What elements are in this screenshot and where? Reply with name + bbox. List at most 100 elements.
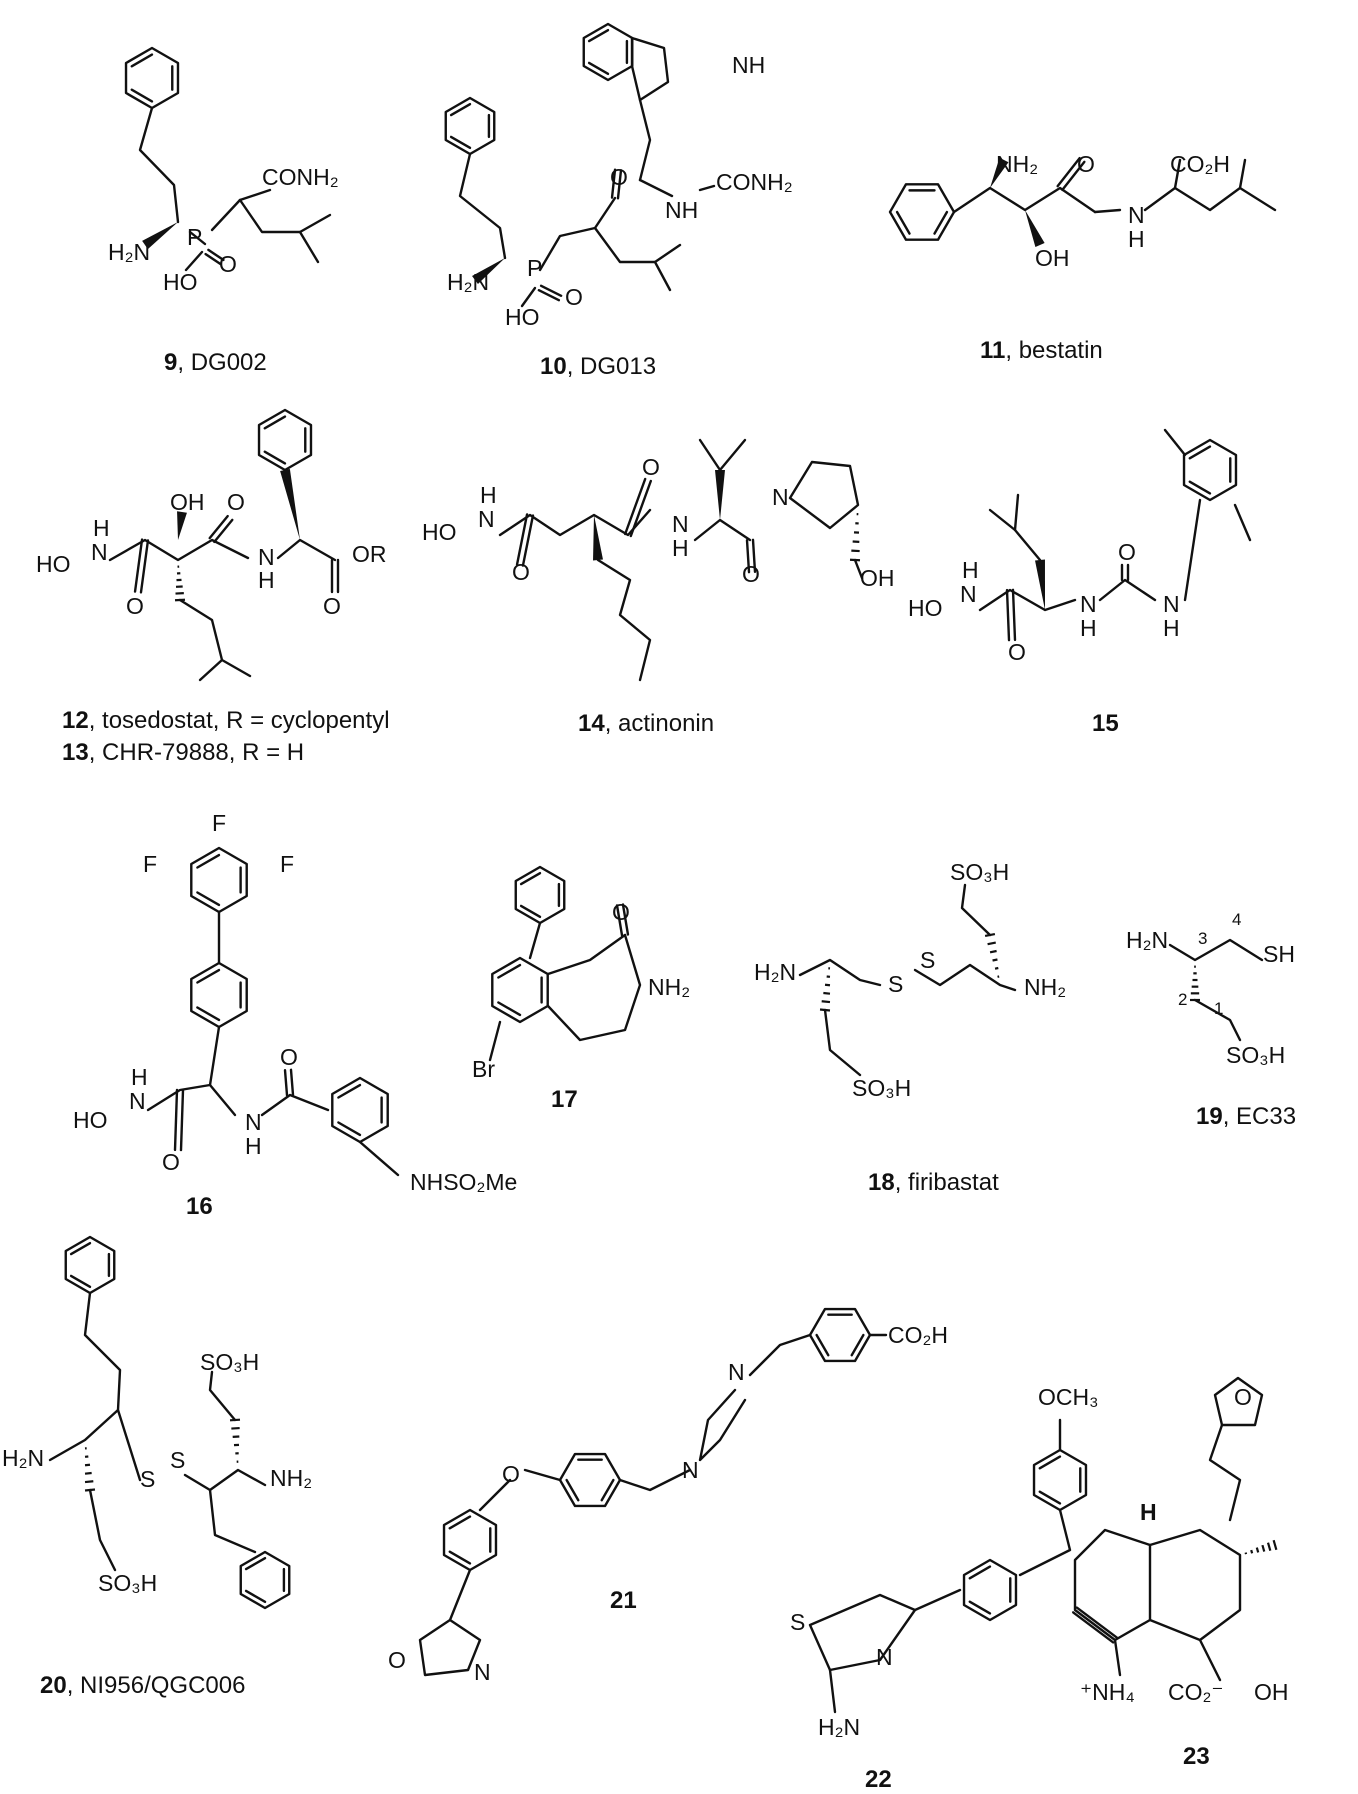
compound-10-number: 10 — [540, 353, 567, 380]
c14-oh: OH — [860, 565, 895, 591]
c22-nh2 — [828, 1668, 837, 1714]
c10-me — [653, 243, 682, 264]
c17-br: Br — [472, 1056, 495, 1082]
c9-p: P — [187, 224, 202, 250]
c17-c7 — [546, 933, 627, 976]
c9-h2n: H₂N — [108, 239, 150, 265]
c16-f-right: F — [280, 851, 294, 877]
c18-s1: S — [888, 971, 903, 997]
c14-co1 — [515, 513, 529, 566]
c15-co1 — [1011, 588, 1017, 642]
c15-backbone — [978, 588, 1077, 612]
compound-11-structure: NH₂ O CO₂H N H OH — [996, 151, 1230, 271]
c14-ipr-a — [698, 438, 722, 472]
c11-leu — [1143, 186, 1277, 212]
compound-22-number: 22 — [865, 1766, 892, 1793]
c12-or: OR — [352, 541, 387, 567]
compound-16-number: 16 — [186, 1193, 213, 1220]
c17-ring7 — [546, 933, 642, 1042]
c11-co2h — [1173, 158, 1182, 190]
c12-phenyl-ring-double — [263, 450, 287, 465]
c22-n: N — [876, 1644, 893, 1670]
c14-o: O — [512, 559, 530, 585]
svg-text:10, DG013: 10, DG013 — [540, 353, 656, 380]
c11-backbone — [952, 186, 1097, 214]
c10-trp-ch2 — [638, 98, 652, 182]
c23-h: H — [1140, 1499, 1157, 1525]
c22-phenyl-ring-double — [968, 1600, 992, 1615]
c12-phenyl-ring — [257, 408, 313, 472]
c21-aryl-oxazole — [448, 1568, 472, 1622]
svg-text:9, DG002: 9, DG002 — [164, 349, 267, 376]
c14-co3 — [751, 538, 757, 574]
c15-o2: O — [1118, 539, 1136, 565]
c12-h-amide: H — [258, 567, 275, 593]
c16-phenylene-ring-double — [196, 1006, 221, 1022]
compound-11-name: , bestatin — [1005, 337, 1102, 364]
c19-sh: SH — [1263, 941, 1295, 967]
c23-co2 — [1113, 1638, 1122, 1677]
c15-n-urea2: N — [1163, 591, 1180, 617]
compound-17-structure: O NH₂ Br — [472, 899, 690, 1082]
c9-ch2 — [210, 198, 242, 232]
compound-12-number: 12 — [62, 707, 89, 734]
c20-hash-l — [84, 1471, 92, 1475]
c18-hash-r — [987, 941, 996, 946]
c12-co2 — [208, 514, 229, 540]
c18-h2n: H₂N — [754, 959, 796, 985]
c17-nh2: NH₂ — [648, 974, 690, 1000]
compound-22-structure: OCH₃ S N H₂N — [790, 1384, 1098, 1740]
compound-19-number: 19 — [1196, 1103, 1223, 1130]
c19-ch2 — [1193, 998, 1242, 1042]
c21-ether2 — [478, 1478, 512, 1512]
c12-o3: O — [323, 593, 341, 619]
c11-o: O — [1077, 151, 1095, 177]
c15-xylyl-ring-double — [1188, 445, 1212, 460]
c21-n-top: N — [728, 1359, 745, 1385]
c11-co2h: CO₂H — [1170, 151, 1230, 177]
c20-right-ch2 — [208, 1370, 237, 1422]
compound-17-caption: 17 — [551, 1086, 578, 1113]
c10-trp-nh — [638, 178, 674, 198]
c19-h2n: H₂N — [1126, 927, 1168, 953]
c10-nh: NH — [732, 52, 765, 78]
c15-xylyl-ring-double — [1188, 480, 1212, 495]
c10-o: O — [610, 164, 628, 190]
c11-h: H — [1128, 226, 1145, 252]
c16-trifluoro-ring-double — [196, 891, 221, 907]
c9-p-o — [204, 252, 222, 266]
c16-co1 — [173, 1088, 179, 1152]
c16-anilide-ring — [331, 1076, 389, 1144]
c20-so3h-bottom: SO₃H — [98, 1570, 157, 1596]
c10-ho: HO — [505, 304, 540, 330]
c10-phenyl-ring-double — [449, 102, 472, 117]
c14-h: H — [480, 482, 497, 508]
c21-benzoate-ring — [808, 1307, 872, 1363]
c12-wedge-oh — [177, 511, 187, 540]
c10-indole-benzo — [582, 22, 634, 82]
c18-left — [798, 958, 882, 987]
c23-nh4: ⁺NH₄ — [1080, 1679, 1135, 1705]
c21-ether — [523, 1468, 562, 1482]
c9-p-c — [188, 230, 207, 246]
c14-n-amide: N — [672, 511, 689, 537]
c15-h-urea2: H — [1163, 615, 1180, 641]
c11-phenyl-ring — [888, 183, 956, 241]
c10-indole-pyrrole — [630, 36, 670, 102]
c14-h-amide: H — [672, 535, 689, 561]
c19-locant-2: 2 — [1178, 990, 1187, 1009]
c18-hash-r — [989, 949, 997, 954]
c12-isobutyl — [178, 598, 252, 678]
c10-isobutyl — [593, 226, 672, 292]
c16-nhso2 — [358, 1140, 400, 1177]
svg-text:21: 21 — [610, 1587, 637, 1614]
c23-furan-ring — [1213, 1376, 1264, 1427]
compound-10-structure: NH O NH CONH₂ H₂N P O HO — [447, 52, 793, 330]
c10-p-o — [539, 284, 563, 297]
compound-21-number: 21 — [610, 1587, 637, 1614]
svg-text:13, CHR-79888, R = H: 13, CHR-79888, R = H — [62, 739, 304, 766]
compound-12-structure: OH O H N HO O N H OR O — [36, 489, 387, 619]
c15-me2 — [1233, 503, 1252, 542]
c9-chain — [138, 106, 180, 224]
c16-trifluoro-ring-double — [196, 853, 221, 869]
